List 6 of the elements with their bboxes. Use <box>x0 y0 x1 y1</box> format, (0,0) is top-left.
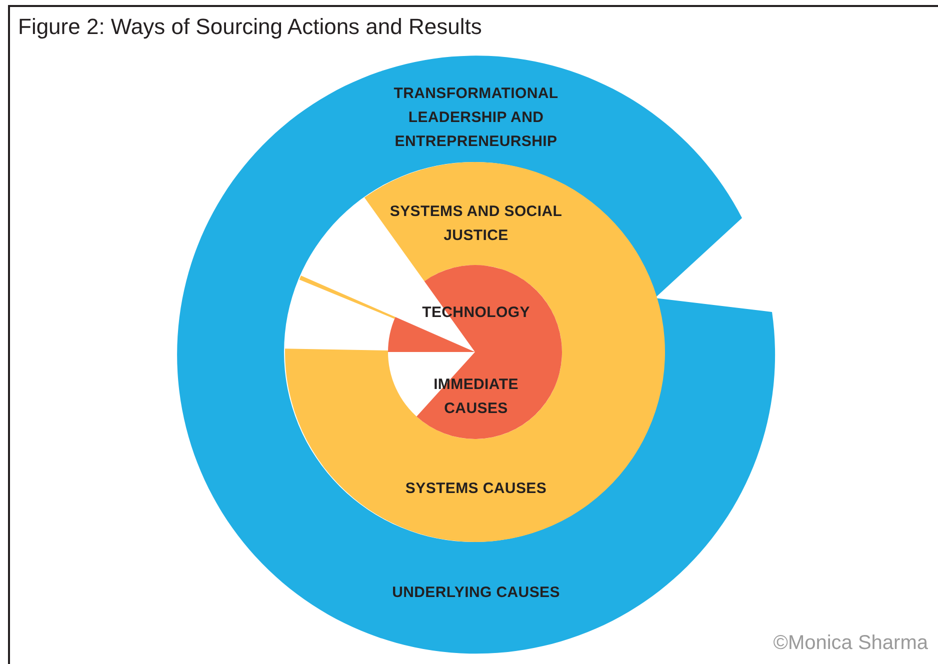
ring-label: UNDERLYING CAUSES <box>391 583 561 603</box>
figure-title: Figure 2: Ways of Sourcing Actions and Results <box>18 14 482 40</box>
ring-label: SYSTEMS CAUSES <box>404 479 548 499</box>
ring-label: SYSTEMS AND SOCIAL JUSTICE <box>388 202 564 246</box>
credit-text: ©Monica Sharma <box>773 632 928 655</box>
ring-label: TRANSFORMATIONAL LEADERSHIP AND ENTREPRENEURSHIP <box>392 84 560 152</box>
